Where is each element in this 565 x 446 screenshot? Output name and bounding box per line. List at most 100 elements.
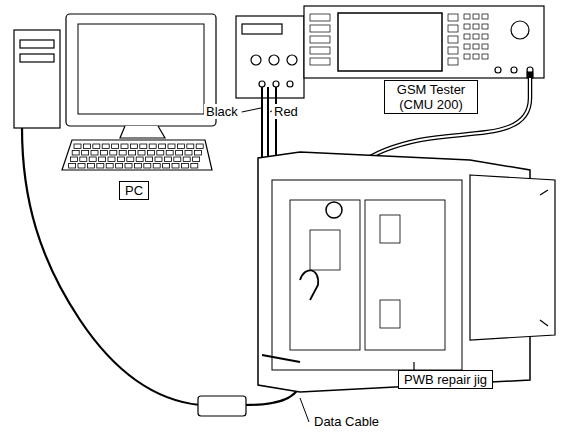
soft-key	[310, 58, 330, 65]
key	[129, 151, 136, 156]
jig-inner-frame	[272, 180, 462, 370]
key	[140, 144, 147, 149]
key	[155, 157, 162, 162]
key	[166, 151, 173, 156]
jig-side-panel	[470, 175, 555, 340]
key	[130, 144, 137, 149]
soft-key	[310, 47, 330, 54]
key	[163, 164, 170, 169]
keypad-key	[473, 54, 479, 59]
keypad-key	[464, 24, 470, 29]
knob	[287, 55, 297, 65]
leader-line	[300, 398, 309, 422]
box-label: PC	[125, 183, 143, 198]
key	[69, 164, 76, 169]
key	[138, 151, 145, 156]
data-cable	[22, 128, 200, 405]
gsm-tester	[304, 6, 544, 78]
key	[106, 164, 113, 169]
monitor	[66, 14, 216, 126]
leader-line	[242, 108, 261, 112]
monitor-stand	[120, 126, 165, 138]
key	[183, 157, 190, 162]
red-lead	[275, 87, 277, 160]
keypad-key	[464, 34, 470, 39]
key	[87, 164, 94, 169]
box-label: GSM Tester (CMU 200)	[390, 82, 472, 112]
soft-key	[448, 36, 458, 43]
pc-tower	[14, 30, 60, 128]
keypad-key	[473, 44, 479, 49]
keypad-key	[473, 34, 479, 39]
key	[174, 157, 181, 162]
jig-clamp	[310, 230, 340, 270]
keypad-key	[482, 44, 488, 49]
key	[134, 164, 141, 169]
key	[83, 144, 90, 149]
key	[196, 144, 203, 149]
keypad-key	[482, 14, 488, 19]
key	[80, 157, 87, 162]
key	[144, 164, 151, 169]
key	[78, 164, 85, 169]
keypad-key	[473, 14, 479, 19]
label-box: GSM Tester (CMU 200)	[384, 80, 478, 114]
keypad-key	[482, 24, 488, 29]
drive-bay	[20, 40, 54, 48]
key	[164, 157, 171, 162]
key	[112, 144, 119, 149]
keypad-key	[482, 54, 488, 59]
rf-arrow	[527, 72, 533, 78]
monitor-screen	[78, 24, 204, 114]
part-label: Data Cable	[312, 414, 381, 429]
key	[119, 151, 126, 156]
key	[125, 164, 132, 169]
key	[193, 157, 200, 162]
keypad-key	[482, 34, 488, 39]
key	[116, 164, 123, 169]
key	[181, 164, 188, 169]
key	[153, 164, 160, 169]
key	[159, 144, 166, 149]
jig-bed	[290, 200, 360, 350]
ps-display	[242, 24, 282, 34]
jig-slot	[540, 320, 548, 326]
part-label: Red	[272, 104, 300, 119]
jig-slot	[540, 190, 548, 195]
key	[100, 151, 107, 156]
key	[117, 157, 124, 162]
key	[136, 157, 143, 162]
key	[99, 157, 106, 162]
key	[121, 144, 128, 149]
power-supply	[236, 16, 304, 98]
rf-port	[511, 67, 517, 73]
jig-clamp	[380, 300, 400, 328]
key	[177, 144, 184, 149]
keypad-key	[464, 14, 470, 19]
terminal	[273, 81, 279, 87]
key	[89, 157, 96, 162]
knob	[269, 55, 279, 65]
jig-clamp	[380, 215, 400, 243]
jig-lead	[262, 355, 300, 362]
soft-key	[310, 36, 330, 43]
key	[147, 151, 154, 156]
keypad-key	[473, 24, 479, 29]
jig-bed	[365, 200, 445, 350]
part-label: Black	[204, 104, 240, 119]
key	[146, 157, 153, 162]
tester-screen	[338, 13, 442, 71]
rf-port	[495, 67, 501, 73]
key	[185, 151, 192, 156]
key	[72, 151, 79, 156]
key	[108, 157, 115, 162]
soft-key	[310, 25, 330, 32]
keyboard	[62, 140, 212, 170]
keypad-key	[464, 44, 470, 49]
keypad-key	[464, 54, 470, 59]
key	[187, 144, 194, 149]
label-box: PC	[119, 181, 149, 200]
key	[168, 144, 175, 149]
label-box: PWB repair jig	[398, 370, 493, 389]
